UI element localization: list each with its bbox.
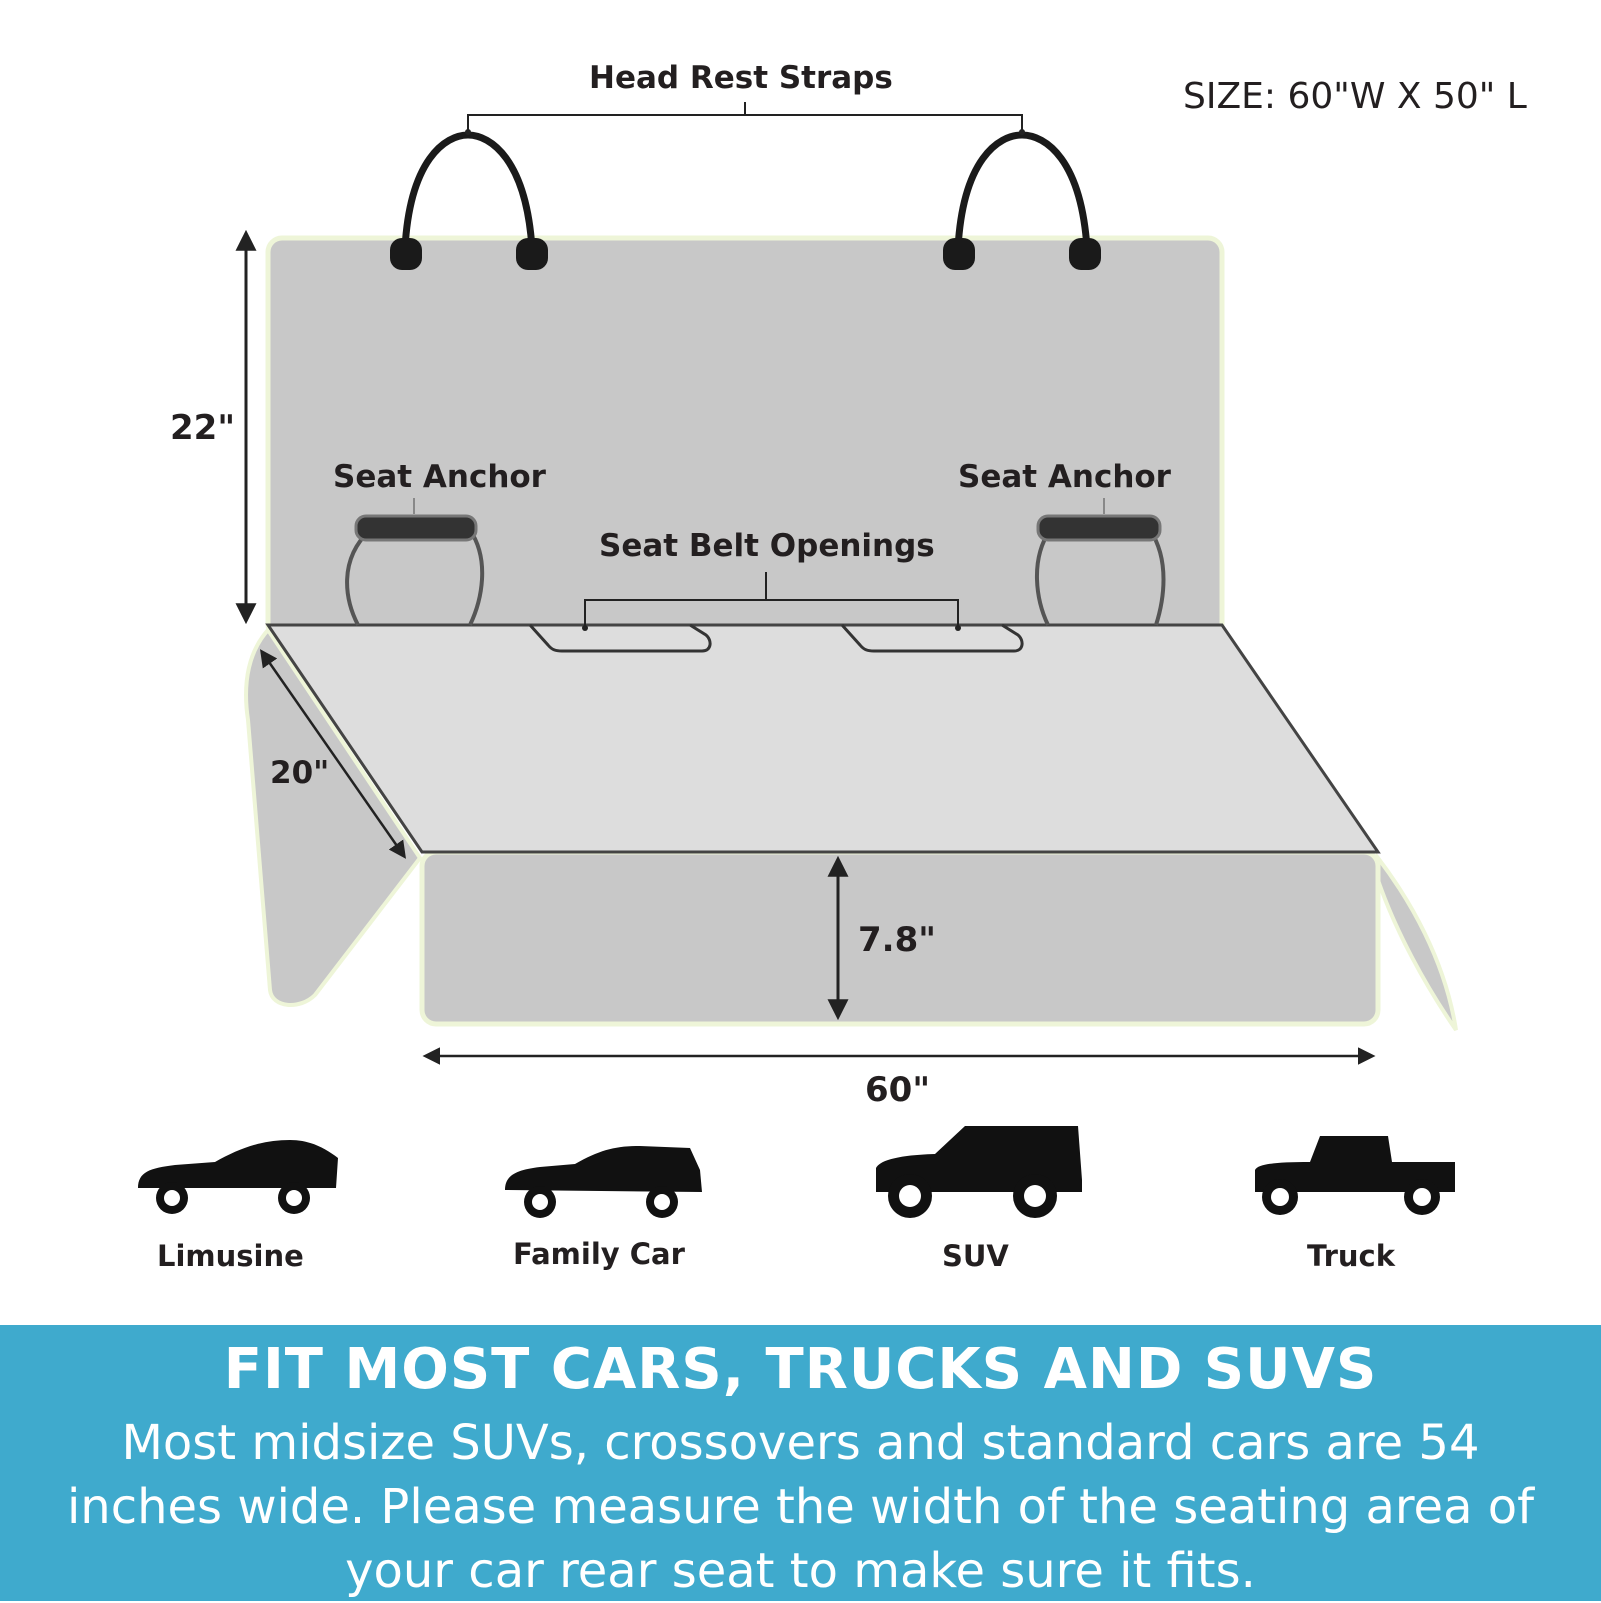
seat-anchor-left-label: Seat Anchor <box>333 459 546 495</box>
vehicle-label-limusine: Limusine <box>157 1239 304 1273</box>
vehicle-label-family-car: Family Car <box>513 1237 685 1271</box>
seat-anchor-right <box>1034 498 1166 626</box>
wagon-icon <box>505 1146 702 1218</box>
dim-arrow-seat-depth <box>260 649 406 859</box>
sedan-icon <box>138 1140 338 1214</box>
seat-belt-bracket <box>584 572 959 628</box>
size-label: SIZE: 60"W X 50" L <box>1183 76 1527 117</box>
head-rest-bracket <box>467 102 1023 130</box>
seat-anchor-left <box>345 498 485 626</box>
vehicle-label-truck: Truck <box>1307 1239 1396 1273</box>
banner-body: Most midsize SUVs, crossovers and standa… <box>66 1415 1535 1599</box>
dim-seat-depth-label: 20" <box>270 755 330 791</box>
seat-belt-openings-label: Seat Belt Openings <box>599 528 935 564</box>
seat-cushion <box>265 623 1381 854</box>
fit-banner: FIT MOST CARS, TRUCKS AND SUVS Most mids… <box>0 1325 1601 1601</box>
seat-belt-opening-left <box>528 623 712 653</box>
banner-title: FIT MOST CARS, TRUCKS AND SUVS <box>223 1337 1378 1402</box>
back-panel <box>265 235 1225 641</box>
vehicle-label-suv: SUV <box>942 1239 1009 1273</box>
dim-back-height-label: 22" <box>170 408 236 448</box>
seat-anchor-right-label: Seat Anchor <box>958 459 1171 495</box>
seat-belt-opening-right <box>840 623 1024 653</box>
dim-front-height-label: 7.8" <box>858 920 936 960</box>
dim-width-label: 60" <box>865 1070 931 1110</box>
suv-icon <box>876 1126 1082 1218</box>
truck-icon <box>1255 1136 1455 1215</box>
head-rest-straps-label: Head Rest Straps <box>589 60 893 96</box>
right-side-flap <box>1376 852 1458 1032</box>
